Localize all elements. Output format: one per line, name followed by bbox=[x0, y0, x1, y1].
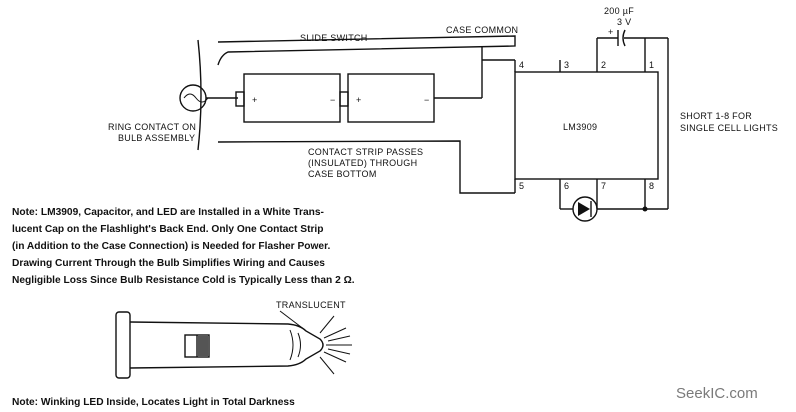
led-light-rays bbox=[319, 315, 352, 375]
ring-contact-label-1: RING CONTACT ON bbox=[108, 122, 196, 132]
flashlight-case-outline bbox=[197, 35, 516, 194]
contact-strip-label-3: CASE BOTTOM bbox=[308, 169, 377, 179]
capacitor-voltage-label: 3 V bbox=[617, 17, 631, 27]
translucent-leader bbox=[279, 310, 306, 331]
ic-name-label: LM3909 bbox=[563, 122, 597, 132]
pin-1-label: 1 bbox=[649, 60, 654, 70]
note-line-3: (in Addition to the Case Connection) is … bbox=[12, 241, 330, 252]
pin-3-label: 3 bbox=[564, 60, 569, 70]
short-pins-label-2: SINGLE CELL LIGHTS bbox=[680, 123, 778, 133]
capacitor-value-label: 200 µF bbox=[604, 6, 634, 16]
note-line-2: lucent Cap on the Flashlight's Back End.… bbox=[12, 224, 323, 235]
note-2: Note: Winking LED Inside, Locates Light … bbox=[12, 397, 295, 408]
pin-8-label: 8 bbox=[649, 181, 654, 191]
flashlight-head bbox=[115, 311, 131, 379]
contact-strip-label-1: CONTACT STRIP PASSES bbox=[308, 147, 423, 157]
pin-7-label: 7 bbox=[601, 181, 606, 191]
bulb-end-bracket bbox=[197, 39, 202, 151]
contact-strip-wire bbox=[217, 140, 515, 194]
slide-switch-label: SLIDE SWITCH bbox=[300, 33, 368, 43]
ring-contact-label-2: BULB ASSEMBLY bbox=[118, 133, 195, 143]
note-paragraph: Note: LM3909, Capacitor, and LED are Ins… bbox=[12, 207, 355, 286]
ic-body bbox=[514, 71, 659, 180]
svg-text:+: + bbox=[252, 95, 257, 105]
watermark: SeekIC.com bbox=[676, 385, 758, 402]
note-line-5: Negligible Loss Since Bulb Resistance Co… bbox=[12, 275, 355, 286]
flashlight-body bbox=[129, 321, 324, 369]
translucent-label: TRANSLUCENT bbox=[276, 300, 346, 310]
battery-cells: + − + − bbox=[235, 46, 515, 123]
pin-4-label: 4 bbox=[519, 60, 524, 70]
led-diode bbox=[560, 37, 669, 222]
note-line-1: Note: LM3909, Capacitor, and LED are Ins… bbox=[12, 207, 324, 218]
case-common-label: CASE COMMON bbox=[446, 25, 518, 35]
svg-text:−: − bbox=[424, 95, 429, 105]
bulb-ring-contact bbox=[179, 84, 238, 112]
contact-strip-label-2: (INSULATED) THROUGH bbox=[308, 158, 417, 168]
pin-2-label: 2 bbox=[601, 60, 606, 70]
lm3909-ic bbox=[514, 38, 659, 209]
svg-text:+: + bbox=[356, 95, 361, 105]
pin-6-label: 6 bbox=[564, 181, 569, 191]
note-line-4: Drawing Current Through the Bulb Simplif… bbox=[12, 258, 325, 269]
pin-5-label: 5 bbox=[519, 181, 524, 191]
svg-text:−: − bbox=[330, 95, 335, 105]
svg-text:+: + bbox=[608, 27, 613, 37]
capacitor-200uf: + bbox=[597, 27, 645, 47]
flashlight-illustration bbox=[115, 310, 352, 379]
slide-switch-strip bbox=[217, 35, 516, 66]
short-pins-label-1: SHORT 1-8 FOR bbox=[680, 111, 752, 121]
